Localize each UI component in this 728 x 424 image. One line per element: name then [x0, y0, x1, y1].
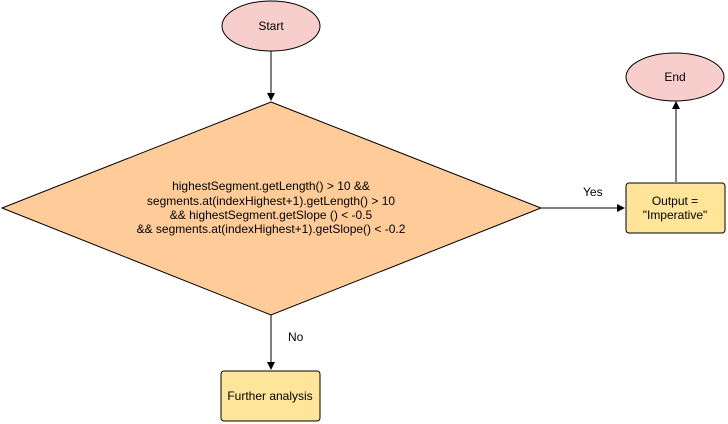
output-node[interactable]: Output = "Imperative": [625, 182, 726, 234]
output-process-shape: [625, 182, 726, 234]
end-node[interactable]: End: [625, 52, 725, 102]
decision-line-3: && highestSegment.getSlope () < -0.5: [170, 208, 373, 222]
no-edge-label: No: [288, 330, 304, 344]
start-node[interactable]: Start: [221, 0, 321, 52]
decision-node[interactable]: highestSegment.getLength() > 10 && segme…: [0, 101, 543, 316]
decision-diamond-shape: [0, 101, 543, 316]
end-terminal-shape: [625, 52, 725, 102]
start-terminal-shape: [221, 0, 321, 52]
yes-edge-label: Yes: [583, 185, 603, 199]
start-label: Start: [258, 19, 284, 33]
further-analysis-node[interactable]: Further analysis: [220, 370, 321, 422]
end-label: End: [664, 70, 685, 84]
decision-line-4: && segments.at(indexHighest+1).getSlope(…: [137, 222, 406, 236]
further-analysis-process-shape: [220, 370, 321, 422]
output-line-1: Output =: [652, 194, 698, 208]
decision-line-1: highestSegment.getLength() > 10 &&: [172, 179, 370, 193]
decision-line-2: segments.at(indexHighest+1).getLength() …: [147, 194, 395, 208]
output-line-2: "Imperative": [643, 208, 708, 222]
further-analysis-label: Further analysis: [227, 389, 312, 403]
